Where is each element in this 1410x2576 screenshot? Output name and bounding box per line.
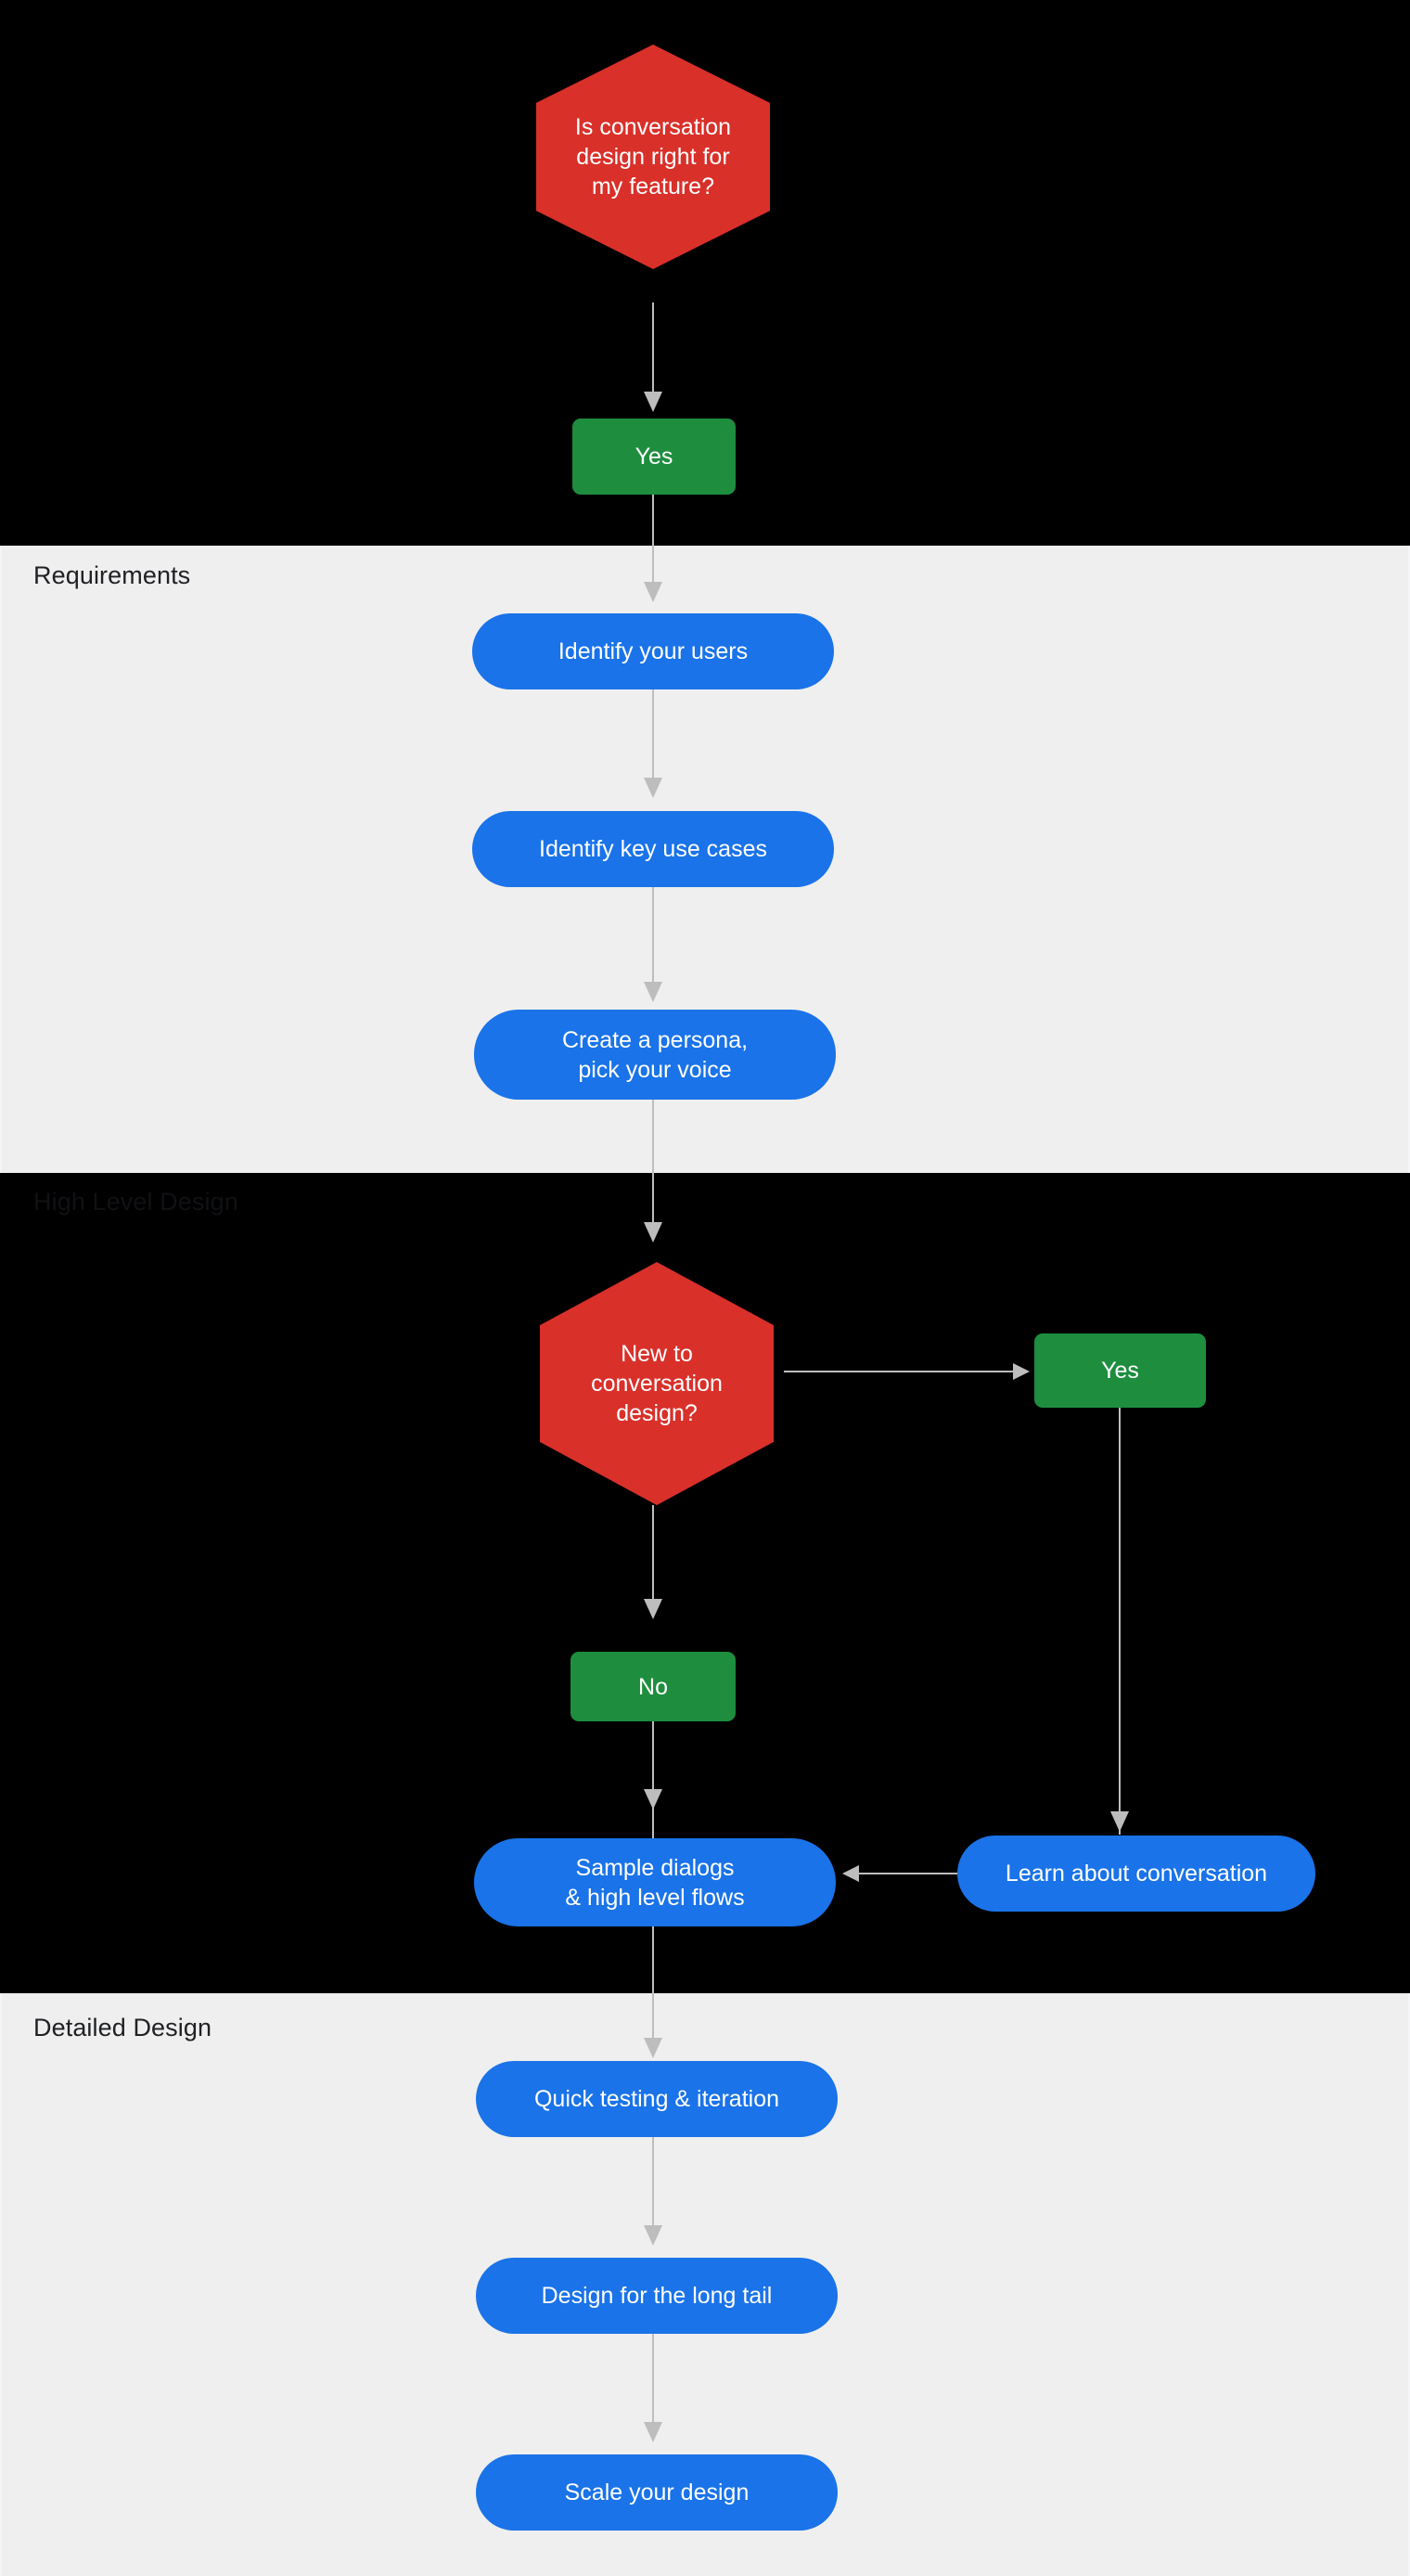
- connector-decision1-to-yes: [652, 303, 654, 395]
- connector-yes2-to-learn: [1119, 1408, 1121, 1835]
- answer-yes-2[interactable]: Yes: [1034, 1333, 1206, 1408]
- step-identify-key-use-cases[interactable]: Identify key use cases: [472, 811, 834, 887]
- connector-use-cases-to-persona: [652, 887, 654, 989]
- arrow-down-quick-testing-to-long-tail: [644, 2225, 662, 2246]
- band-label-detailed-design: Detailed Design: [33, 2014, 212, 2041]
- answer-no-2[interactable]: No: [570, 1652, 736, 1721]
- arrow-down-sample-dialogs-to-quick-testing: [644, 2038, 662, 2058]
- step-create-persona-pick-voice[interactable]: Create a persona, pick your voice: [474, 1010, 836, 1100]
- connector-no-to-sample-dialogs: [652, 1721, 654, 1851]
- arrow-right-decision2-to-yes2: [1013, 1363, 1030, 1380]
- arrow-left-learn-to-sample-dialogs: [842, 1865, 859, 1882]
- arrow-down-long-tail-to-scale: [644, 2422, 662, 2442]
- decision-2-text: New to conversation design?: [591, 1341, 723, 1426]
- connector-long-tail-to-scale: [652, 2334, 654, 2427]
- step-sample-dialogs-text: Sample dialogs & high level flows: [565, 1854, 745, 1911]
- arrow-down-identify-users-to-use-cases: [644, 778, 662, 798]
- arrow-down-yes1-to-identify-users: [644, 582, 662, 602]
- step-persona-text: Create a persona, pick your voice: [561, 1026, 749, 1083]
- connector-persona-to-decision2: [652, 1100, 654, 1230]
- step-learn-about-conversation[interactable]: Learn about conversation: [957, 1835, 1315, 1912]
- connector-identify-users-to-use-cases: [652, 689, 654, 782]
- band-label-requirements: Requirements: [33, 561, 191, 589]
- connector-yes1-to-identify-users: [652, 495, 654, 587]
- step-quick-testing-iteration[interactable]: Quick testing & iteration: [476, 2061, 838, 2137]
- arrow-down-decision2-to-no: [644, 1599, 662, 1619]
- answer-yes-1[interactable]: Yes: [572, 419, 736, 495]
- connector-decision2-to-yes2: [784, 1371, 1016, 1372]
- connector-quick-testing-to-long-tail: [652, 2137, 654, 2230]
- arrow-down-yes2-to-learn: [1110, 1811, 1129, 1832]
- step-identify-your-users[interactable]: Identify your users: [472, 613, 834, 689]
- connector-learn-to-sample-dialogs: [859, 1873, 957, 1874]
- arrow-down-persona-to-decision2: [644, 1222, 662, 1243]
- arrow-down-no-to-sample-dialogs: [644, 1789, 662, 1810]
- decision-1-text: Is conversation design right for my feat…: [574, 114, 732, 200]
- connector-sample-dialogs-to-quick-testing: [652, 1926, 654, 2047]
- step-scale-your-design[interactable]: Scale your design: [476, 2454, 838, 2531]
- arrow-down-decision1-to-yes: [644, 392, 662, 412]
- step-design-for-long-tail[interactable]: Design for the long tail: [476, 2258, 838, 2334]
- connector-decision2-to-no: [652, 1505, 654, 1607]
- band-label-high-level-design: High Level Design: [33, 1188, 238, 1216]
- step-sample-dialogs-high-level-flows[interactable]: Sample dialogs & high level flows: [474, 1838, 836, 1926]
- arrow-down-use-cases-to-persona: [644, 982, 662, 1002]
